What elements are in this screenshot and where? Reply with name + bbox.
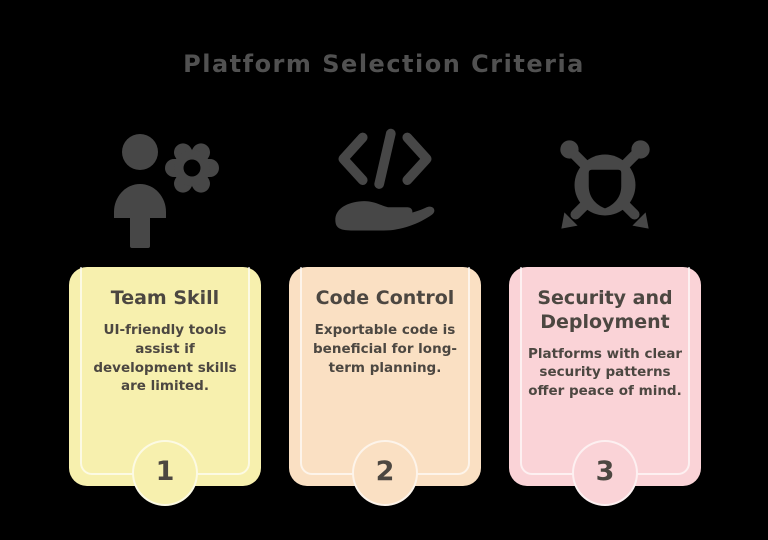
criteria-column-code-control: Code Control Exportable code is benefici… [289, 114, 481, 506]
card-body-text: UI-friendly tools assist if development … [93, 321, 237, 395]
card-body-text: Platforms with clear security patterns o… [527, 345, 683, 400]
step-number-badge: 2 [352, 440, 418, 506]
card-heading: Team Skill [110, 287, 220, 309]
step-number-badge: 3 [572, 440, 638, 506]
step-number: 2 [375, 455, 395, 487]
criteria-card-team-skill: Team Skill UI-friendly tools assist if d… [69, 267, 261, 506]
shield-network-icon [509, 114, 701, 256]
step-number: 3 [595, 455, 615, 487]
step-number: 1 [155, 455, 175, 487]
card-heading: Code Control [315, 287, 455, 309]
criteria-column-security-deployment: Security and Deployment Platforms with c… [509, 114, 701, 506]
person-gear-icon [69, 114, 261, 256]
card-body-text: Exportable code is beneficial for long-t… [313, 321, 457, 376]
criteria-card-code-control: Code Control Exportable code is benefici… [289, 267, 481, 506]
criteria-card-security-deployment: Security and Deployment Platforms with c… [509, 267, 701, 506]
code-hand-icon [289, 114, 481, 256]
criteria-column-team-skill: Team Skill UI-friendly tools assist if d… [69, 114, 261, 506]
step-number-badge: 1 [132, 440, 198, 506]
card-heading: Security and Deployment [537, 287, 673, 333]
page-title: Platform Selection Criteria [183, 50, 585, 78]
